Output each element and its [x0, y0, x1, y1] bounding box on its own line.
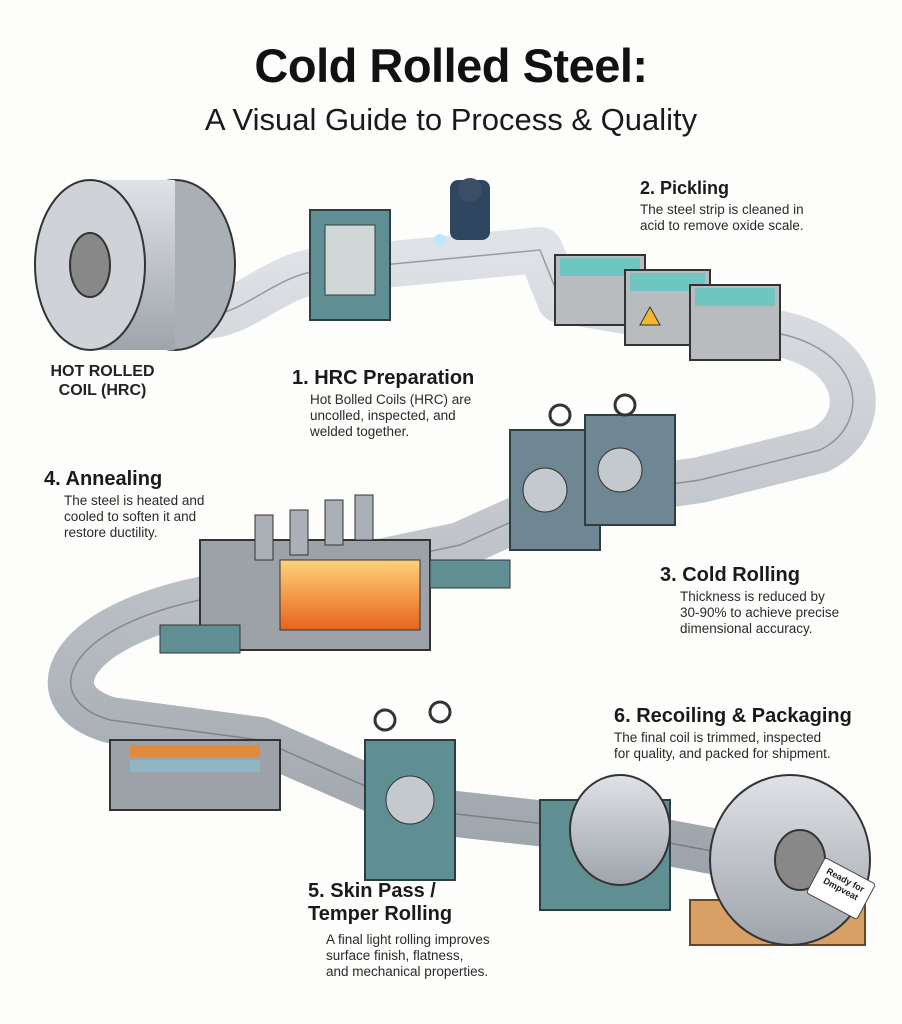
step-1: 1. HRC Preparation Hot Bolled Coils (HRC… — [292, 367, 474, 440]
hot-rolled-coil — [34, 179, 236, 351]
step-title: 4. Annealing — [44, 468, 163, 490]
handwheel-icon — [373, 708, 397, 732]
handwheel-icon — [428, 700, 452, 724]
weld-spark — [434, 234, 446, 246]
step-6: 6. Recoiling & Packaging The final coil … — [614, 705, 852, 762]
cold-rolling-mill — [509, 393, 676, 551]
step-5: 5. Skin Pass / Temper Rolling A final li… — [308, 880, 490, 980]
final-coil — [689, 774, 871, 946]
annealing-furnace — [159, 494, 511, 654]
step-title: 2. Pickling — [640, 178, 730, 198]
page-title: Cold Rolled Steel: — [254, 39, 648, 92]
step-3: 3. Cold Rolling Thickness is reduced by … — [660, 564, 839, 637]
step-title: 3. Cold Rolling — [660, 564, 800, 586]
furnace-fire — [279, 559, 421, 631]
pickling-tanks — [554, 254, 781, 361]
step-2: 2. Pickling The steel strip is cleaned i… — [640, 177, 804, 234]
step-desc: The final coil is trimmed, inspected for… — [614, 730, 831, 761]
step-title: 1. HRC Preparation — [292, 367, 475, 389]
handwheel-icon — [548, 403, 572, 427]
step-title: 6. Recoiling & Packaging — [614, 705, 852, 727]
handwheel-icon — [613, 393, 637, 417]
step-4: 4. Annealing The steel is heated and coo… — [44, 468, 204, 541]
hot-rolled-coil-label: HOT ROLLED COIL (HRC) — [50, 363, 155, 399]
page-subtitle: A Visual Guide to Process & Quality — [204, 102, 698, 137]
recoiler — [539, 774, 671, 911]
step-desc: A final light rolling improves surface f… — [326, 932, 490, 979]
step-desc: Hot Bolled Coils (HRC) are uncolled, ins… — [310, 392, 472, 439]
steel-strip-outline — [70, 249, 854, 861]
step-desc: Thickness is reduced by 30-90% to achiev… — [680, 589, 840, 636]
prep-machine — [309, 178, 490, 321]
step-desc: The steel is heated and cooled to soften… — [64, 493, 205, 540]
step-desc: The steel strip is cleaned in acid to re… — [640, 202, 804, 233]
warning-icon — [639, 305, 661, 326]
skin-pass-mill — [364, 700, 456, 881]
cooling-rollers — [109, 739, 281, 811]
step-title: 5. Skin Pass / Temper Rolling — [308, 880, 453, 925]
